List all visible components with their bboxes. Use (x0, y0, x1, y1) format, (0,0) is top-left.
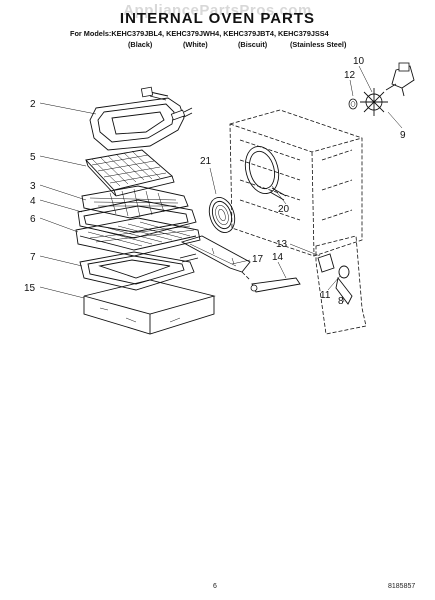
callout-14: 14 (272, 252, 284, 263)
callout-13: 13 (276, 239, 288, 250)
color-black: (Black) (128, 40, 153, 49)
callout-20: 20 (278, 204, 290, 215)
callout-11: 11 (320, 290, 331, 301)
oven-cavity (229, 109, 363, 257)
fan-nut (348, 98, 358, 110)
bracket (180, 235, 251, 281)
callout-12: 12 (344, 70, 356, 81)
oven-bottom-panel (83, 279, 216, 335)
callout-7: 7 (30, 252, 36, 263)
callout-10: 10 (353, 56, 365, 67)
callout-3: 3 (30, 181, 36, 192)
broil-pan (77, 199, 197, 239)
oven-light-assembly (315, 235, 367, 335)
color-white: (White) (183, 40, 208, 49)
callout-2: 2 (30, 99, 36, 110)
bake-element (79, 251, 199, 291)
oven-sensor (250, 277, 301, 293)
color-stainless: (Stainless Steel) (290, 40, 347, 49)
convection-fan-blade (360, 88, 388, 116)
watermark: AppliancePartsPros.com (123, 2, 312, 19)
roast-rack (85, 149, 175, 197)
callout-21: 21 (200, 156, 212, 167)
callout-6: 6 (30, 214, 36, 225)
leader-lines (39, 65, 403, 303)
convection-element (244, 146, 287, 201)
broil-element (89, 86, 193, 151)
convection-fan-cover (208, 197, 236, 233)
callout-4: 4 (30, 196, 36, 207)
oven-rack (75, 217, 201, 257)
convection-fan-motor (385, 62, 415, 97)
callout-5: 5 (30, 152, 36, 163)
document-number: 8185857 (388, 583, 416, 590)
models-line: For Models:KEHC379JBL4, KEHC379JWH4, KEH… (70, 29, 329, 38)
callout-17: 17 (252, 254, 264, 265)
callout-9: 9 (400, 130, 406, 141)
callout-15: 15 (24, 283, 36, 294)
callout-8: 8 (338, 296, 344, 307)
broil-pan-insert (81, 185, 189, 219)
color-biscuit: (Biscuit) (238, 40, 268, 49)
page-title: INTERNAL OVEN PARTS (119, 10, 316, 27)
page-number: 6 (213, 583, 217, 590)
